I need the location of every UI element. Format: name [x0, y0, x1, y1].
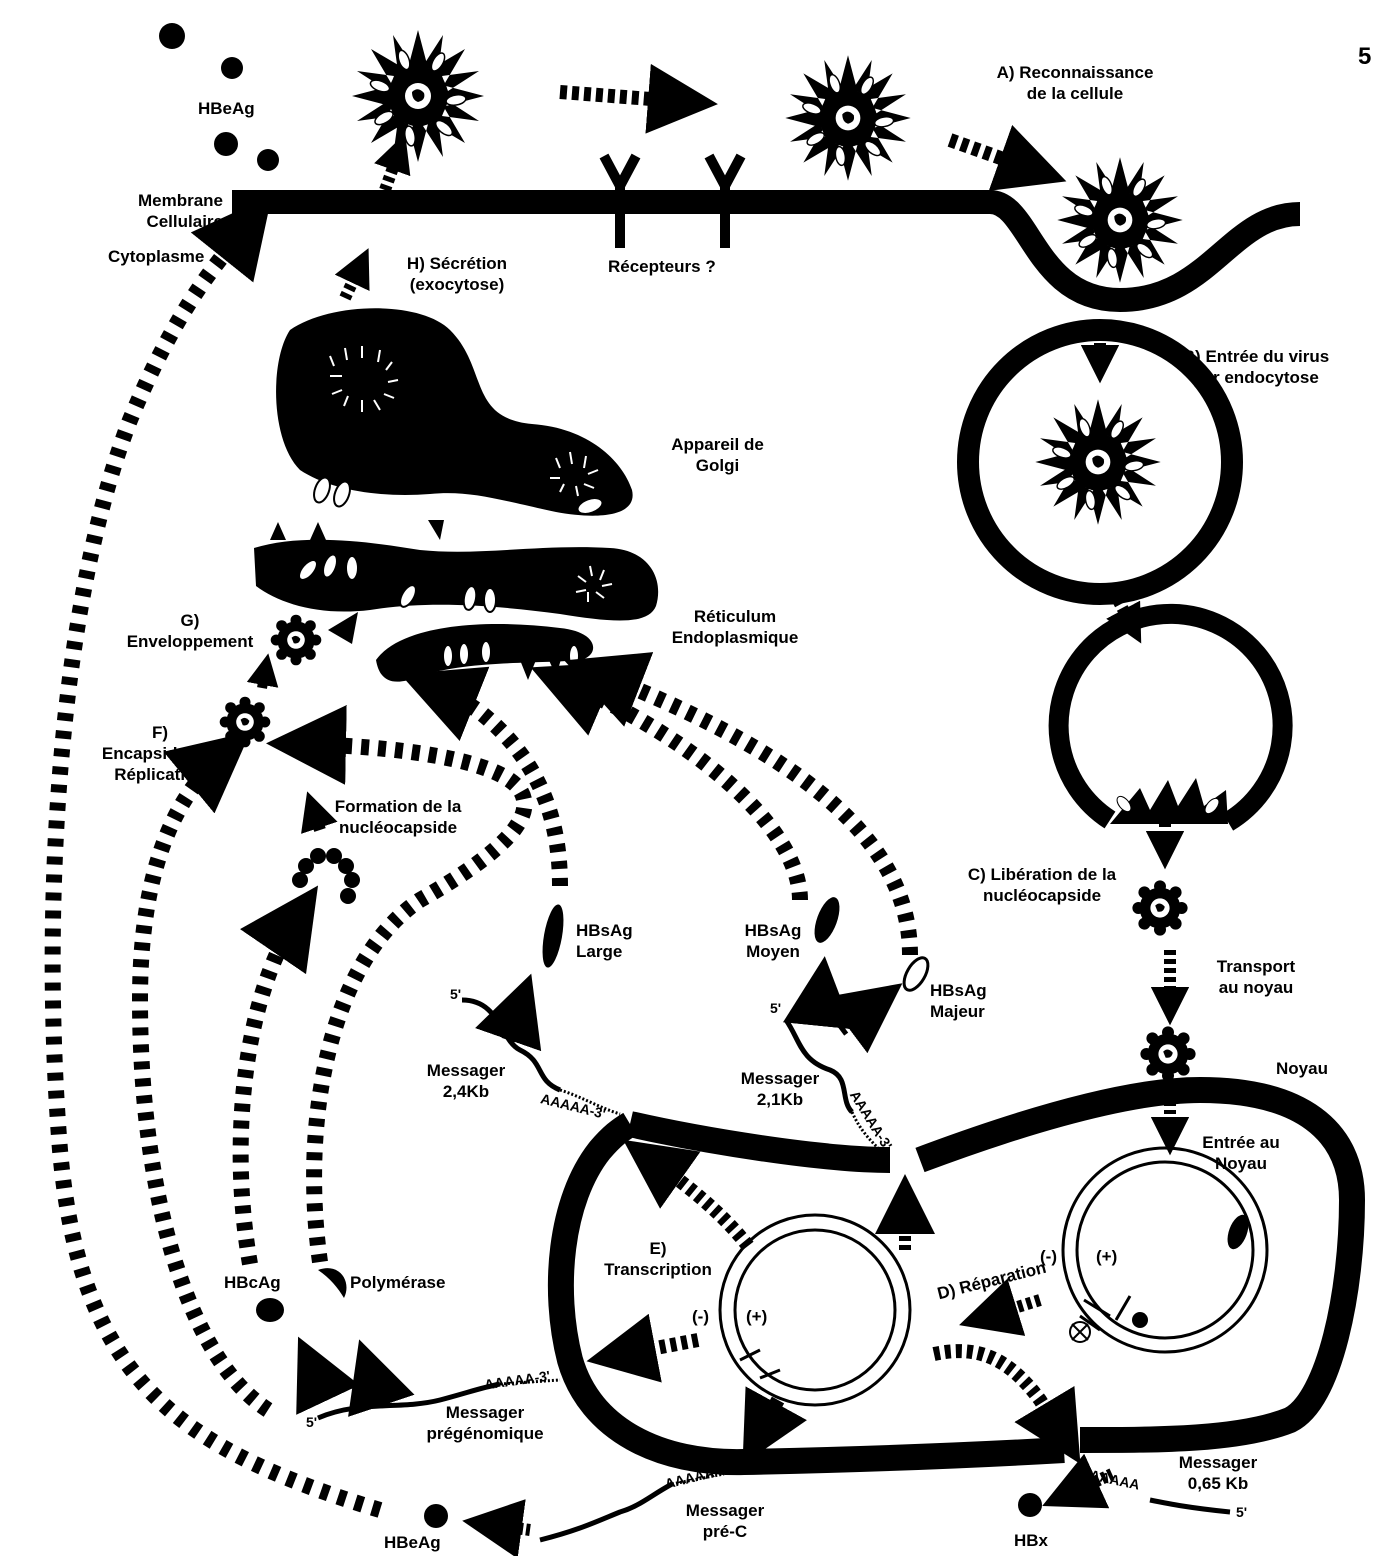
polymerase-particle — [318, 1268, 346, 1298]
label-noyau: Noyau — [1276, 1058, 1328, 1079]
label-recepteurs: Récepteurs ? — [608, 256, 716, 277]
golgi-apparatus — [276, 308, 633, 540]
hbeag-particle-bottom — [424, 1504, 448, 1528]
hbeag-particles-top — [159, 23, 279, 171]
label-hbx: HBx — [1014, 1530, 1048, 1551]
virus-binding — [1057, 157, 1182, 282]
label-5prime-24: 5' — [450, 986, 461, 1002]
label-cytoplasme: Cytoplasme — [108, 246, 204, 267]
cccdna-right — [1063, 1148, 1267, 1352]
label-plus-left: (+) — [746, 1306, 767, 1327]
label-hbcag: HBcAg — [224, 1272, 281, 1293]
flow-arrows-left — [140, 672, 910, 1410]
capsid-at-nucleus — [1140, 1026, 1195, 1081]
label-minus-left: (-) — [692, 1306, 709, 1327]
hbsag-arrows — [508, 984, 880, 1040]
capsid-enveloping — [271, 615, 322, 666]
label-hbeag-bottom: HBeAg — [384, 1532, 441, 1553]
label-step-e: E)Transcription — [588, 1238, 728, 1280]
page-number: 5 — [1358, 46, 1371, 67]
endosome-release — [1059, 614, 1283, 824]
endoplasmic-reticulum — [254, 522, 658, 621]
label-step-h: H) Sécrétion(exocytose) — [382, 253, 532, 295]
label-polymerase: Polymérase — [350, 1272, 445, 1293]
virus-approach — [785, 55, 910, 180]
label-5prime-21: 5' — [770, 1000, 781, 1016]
virus-secreted — [352, 30, 484, 162]
label-plus-right: (+) — [1096, 1246, 1117, 1267]
nucleocapsid-forming — [292, 848, 360, 904]
label-5prime-pregen: 5' — [306, 1414, 317, 1430]
label-step-g: G)Enveloppement — [110, 610, 270, 652]
label-5prime-065: 5' — [1236, 1504, 1247, 1520]
hbcag-particle — [256, 1298, 284, 1322]
hbx-particle — [1018, 1493, 1042, 1517]
label-minus-right: (-) — [1040, 1246, 1057, 1267]
endoplasmic-reticulum-lower — [376, 624, 593, 682]
label-hbeag-top: HBeAg — [198, 98, 255, 119]
nucleus-arrows — [614, 1156, 1066, 1440]
